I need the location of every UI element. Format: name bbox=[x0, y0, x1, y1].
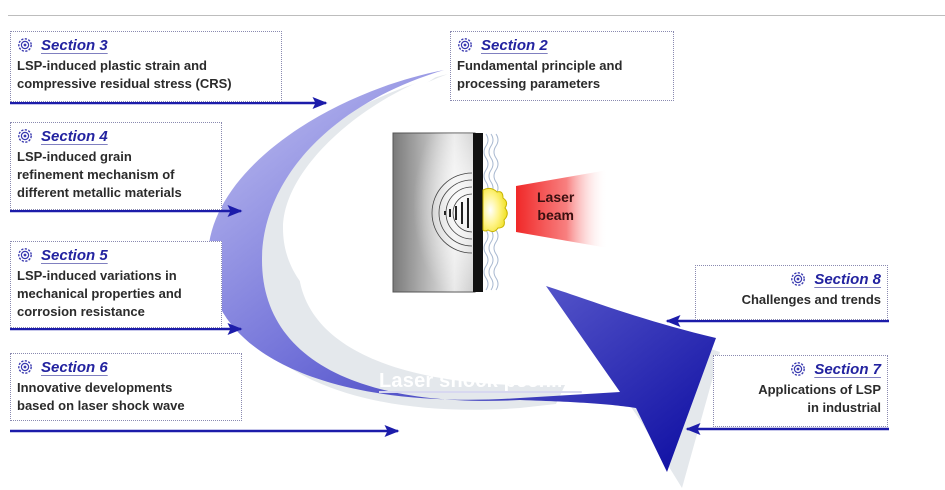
section-3-title[interactable]: Section 3 bbox=[41, 36, 108, 54]
section-3-box[interactable]: Section 3 LSP-induced plastic strain and… bbox=[10, 31, 282, 102]
gear-icon bbox=[18, 129, 32, 143]
laser-beam bbox=[516, 170, 608, 248]
top-divider bbox=[8, 15, 945, 16]
section-8-box[interactable]: Section 8 Challenges and trends bbox=[695, 265, 888, 320]
center-title: Laser shock peening bbox=[379, 370, 582, 392]
desc-line: Challenges and trends bbox=[741, 292, 881, 307]
desc-line: Applications of LSP bbox=[758, 382, 881, 397]
desc-line: LSP-induced plastic strain and bbox=[17, 58, 207, 73]
section-5-title[interactable]: Section 5 bbox=[41, 246, 108, 264]
section-7-description: Applications of LSP in industrial bbox=[720, 381, 881, 417]
section-7-title[interactable]: Section 7 bbox=[814, 360, 881, 378]
desc-line: compressive residual stress (CRS) bbox=[17, 76, 232, 91]
section-4-description: LSP-induced grain refinement mechanism o… bbox=[17, 148, 215, 202]
section-8-description: Challenges and trends bbox=[702, 291, 881, 309]
gear-icon bbox=[18, 38, 32, 52]
plasma bbox=[482, 187, 508, 233]
desc-line: corrosion resistance bbox=[17, 304, 145, 319]
section-5-box[interactable]: Section 5 LSP-induced variations in mech… bbox=[10, 241, 222, 328]
gear-icon bbox=[458, 38, 472, 52]
laser-beam-label-line: Laser bbox=[537, 189, 575, 205]
desc-line: based on laser shock wave bbox=[17, 398, 185, 413]
gear-icon bbox=[791, 272, 806, 286]
desc-line: different metallic materials bbox=[17, 185, 182, 200]
section-6-description: Innovative developments based on laser s… bbox=[17, 379, 235, 415]
section-7-box[interactable]: Section 7 Applications of LSP in industr… bbox=[713, 355, 888, 427]
gear-icon bbox=[18, 360, 32, 374]
desc-line: LSP-induced grain bbox=[17, 149, 132, 164]
laser-beam-label: Laser beam bbox=[537, 188, 574, 224]
ablative-layer bbox=[473, 133, 483, 292]
desc-line: processing parameters bbox=[457, 76, 601, 91]
section-6-title[interactable]: Section 6 bbox=[41, 358, 108, 376]
desc-line: Innovative developments bbox=[17, 380, 173, 395]
section-4-title[interactable]: Section 4 bbox=[41, 127, 108, 145]
section-8-title[interactable]: Section 8 bbox=[814, 270, 881, 288]
section-4-box[interactable]: Section 4 LSP-induced grain refinement m… bbox=[10, 122, 222, 210]
gear-icon bbox=[18, 248, 32, 262]
laser-beam-label-line: beam bbox=[537, 207, 574, 223]
section-2-title[interactable]: Section 2 bbox=[481, 36, 548, 54]
desc-line: mechanical properties and bbox=[17, 286, 182, 301]
arrow-inner-cut bbox=[283, 72, 560, 350]
desc-line: LSP-induced variations in bbox=[17, 268, 177, 283]
section-2-box[interactable]: Section 2 Fundamental principle and proc… bbox=[450, 31, 674, 101]
big-curved-arrow bbox=[208, 70, 716, 472]
gear-icon bbox=[791, 362, 806, 376]
section-5-description: LSP-induced variations in mechanical pro… bbox=[17, 267, 215, 321]
desc-line: refinement mechanism of bbox=[17, 167, 175, 182]
shock-wave-bars bbox=[444, 198, 469, 228]
connectors bbox=[10, 97, 889, 437]
desc-line: in industrial bbox=[807, 400, 881, 415]
section-3-description: LSP-induced plastic strain and compressi… bbox=[17, 57, 275, 93]
section-6-box[interactable]: Section 6 Innovative developments based … bbox=[10, 353, 242, 421]
section-2-description: Fundamental principle and processing par… bbox=[457, 57, 667, 93]
desc-line: Fundamental principle and bbox=[457, 58, 623, 73]
